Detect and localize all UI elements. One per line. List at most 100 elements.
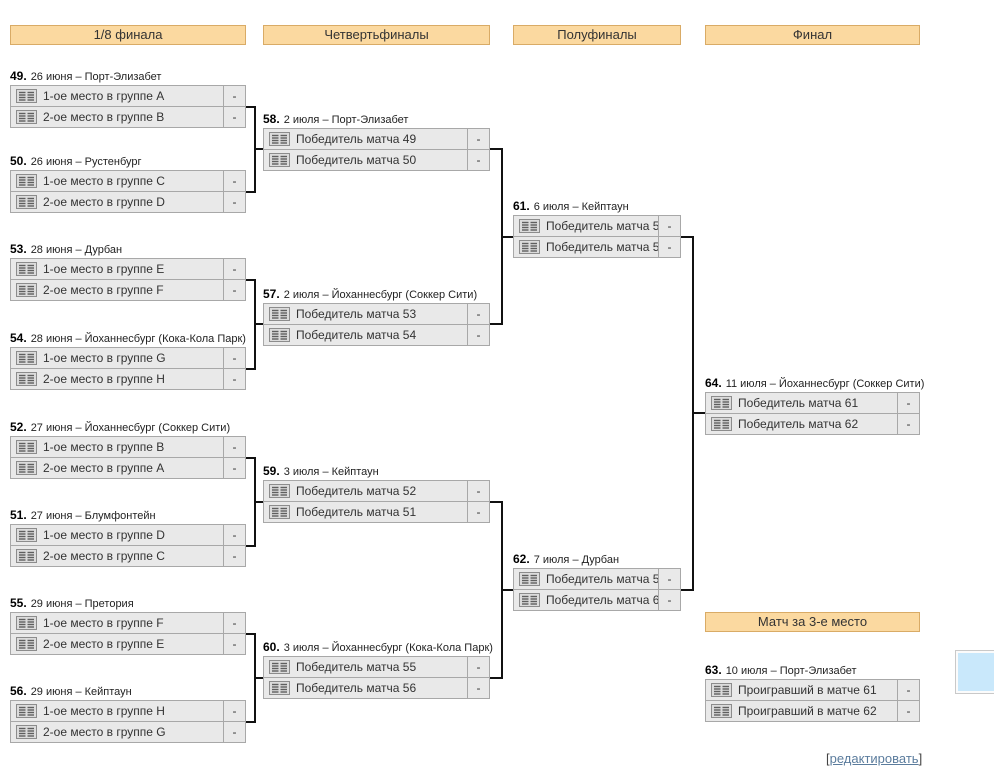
- team-row: Победитель матча 50 -: [263, 149, 490, 171]
- flag-placeholder-icon: [711, 704, 732, 718]
- team-row: 1-ое место в группе A -: [10, 85, 246, 107]
- team-row: Победитель матча 49 -: [263, 128, 490, 150]
- flag-placeholder-icon: [519, 593, 540, 607]
- team-row: 2-ое место в группе E -: [10, 633, 246, 655]
- team-score: -: [467, 502, 489, 522]
- team-score: -: [223, 348, 245, 368]
- bracket-connector-line: [246, 279, 256, 281]
- round-header-semifinals: Полуфиналы: [513, 25, 681, 45]
- team-score: -: [467, 481, 489, 501]
- match-rows: Победитель матча 52 - Победител: [263, 480, 490, 523]
- team-score: -: [223, 525, 245, 545]
- match-number: 63.: [705, 663, 722, 677]
- match-date-venue: 2 июля – Йоханнесбург (Соккер Сити): [283, 289, 478, 301]
- bracket-connector-line: [246, 368, 256, 370]
- team-row: 2-ое место в группе B -: [10, 106, 246, 128]
- team-score: -: [897, 414, 919, 434]
- team-name: 2-ое место в группе A: [43, 461, 165, 475]
- edit-link[interactable]: редактировать: [829, 751, 919, 766]
- match-rows: Победитель матча 53 - Победител: [263, 303, 490, 346]
- flag-placeholder-icon: [16, 283, 37, 297]
- match-number: 55.: [10, 596, 27, 610]
- team-score: -: [223, 107, 245, 127]
- match-date-venue: 3 июля – Кейптаун: [283, 466, 379, 478]
- flag-placeholder-icon: [269, 307, 290, 321]
- match-date-venue: 3 июля – Йоханнесбург (Кока-Кола Парк): [283, 642, 493, 654]
- team-name: Победитель матча 57: [546, 240, 658, 254]
- team-score: -: [658, 590, 680, 610]
- match-label: 57.2 июля – Йоханнесбург (Соккер Сити): [263, 287, 490, 302]
- team-score: -: [223, 259, 245, 279]
- flag-placeholder-icon: [16, 262, 37, 276]
- flag-placeholder-icon: [269, 681, 290, 695]
- team-score: -: [467, 129, 489, 149]
- bracket-connector-line: [246, 633, 256, 635]
- match-block: 56.29 июня – Кейптаун 1-ое место в групп…: [10, 684, 246, 743]
- bracket-connector-line: [490, 323, 503, 325]
- match-rows: Победитель матча 49 - Победител: [263, 128, 490, 171]
- match-block: 51.27 июня – Блумфонтейн 1-ое место в гр…: [10, 508, 246, 567]
- team-score: -: [223, 701, 245, 721]
- team-score: -: [897, 701, 919, 721]
- bracket-connector-line: [694, 412, 705, 414]
- team-row: 1-ое место в группе B -: [10, 436, 246, 458]
- flag-placeholder-icon: [711, 683, 732, 697]
- bracket-connector-line: [246, 191, 256, 193]
- team-name: 1-ое место в группе C: [43, 174, 165, 188]
- match-date-venue: 10 июля – Порт-Элизабет: [725, 665, 857, 677]
- bracket-connector-line: [256, 677, 263, 679]
- flag-placeholder-icon: [16, 549, 37, 563]
- team-score: -: [658, 216, 680, 236]
- flag-placeholder-icon: [16, 704, 37, 718]
- team-score: -: [223, 369, 245, 389]
- team-name: 1-ое место в группе H: [43, 704, 165, 718]
- team-name: 1-ое место в группе D: [43, 528, 165, 542]
- team-score: -: [223, 634, 245, 654]
- match-number: 54.: [10, 331, 27, 345]
- bracket-connector-line: [254, 633, 256, 723]
- match-date-venue: 2 июля – Порт-Элизабет: [283, 114, 409, 126]
- round-header-quarterfinals: Четвертьфиналы: [263, 25, 490, 45]
- match-number: 62.: [513, 552, 530, 566]
- bracket-connector-line: [501, 148, 503, 325]
- match-number: 56.: [10, 684, 27, 698]
- team-row: Победитель матча 59 -: [513, 568, 681, 590]
- flag-placeholder-icon: [16, 89, 37, 103]
- flag-placeholder-icon: [16, 195, 37, 209]
- match-rows: 1-ое место в группе G - 2-ое ме: [10, 347, 246, 390]
- match-label: 50.26 июня – Рустенбург: [10, 154, 246, 169]
- match-block: 52.27 июня – Йоханнесбург (Соккер Сити) …: [10, 420, 246, 479]
- match-rows: 1-ое место в группе D - 2-ое ме: [10, 524, 246, 567]
- team-name: Победитель матча 52: [296, 484, 417, 498]
- cutoff-blue-panel[interactable]: [956, 651, 994, 693]
- flag-placeholder-icon: [269, 328, 290, 342]
- edit-link-close-bracket: ]: [918, 751, 923, 766]
- bracket-connector-line: [256, 148, 263, 150]
- match-rows: 1-ое место в группе E - 2-ое ме: [10, 258, 246, 301]
- team-row: Победитель матча 54 -: [263, 324, 490, 346]
- team-score: -: [467, 304, 489, 324]
- team-row: Победитель матча 56 -: [263, 677, 490, 699]
- team-score: -: [223, 86, 245, 106]
- match-number: 60.: [263, 640, 280, 654]
- edit-link-wrap: [редактировать]: [826, 751, 922, 766]
- flag-placeholder-icon: [16, 725, 37, 739]
- team-row: 2-ое место в группе H -: [10, 368, 246, 390]
- match-block: 64.11 июля – Йоханнесбург (Соккер Сити) …: [705, 376, 924, 435]
- team-score: -: [223, 546, 245, 566]
- team-name: Победитель матча 51: [296, 505, 417, 519]
- team-row: Победитель матча 61 -: [705, 392, 920, 414]
- team-row: 1-ое место в группе D -: [10, 524, 246, 546]
- team-row: Победитель матча 52 -: [263, 480, 490, 502]
- match-number: 53.: [10, 242, 27, 256]
- flag-placeholder-icon: [269, 132, 290, 146]
- flag-placeholder-icon: [269, 153, 290, 167]
- match-date-venue: 28 июня – Дурбан: [30, 244, 123, 256]
- match-label: 52.27 июня – Йоханнесбург (Соккер Сити): [10, 420, 246, 435]
- match-date-venue: 6 июля – Кейптаун: [533, 201, 629, 213]
- match-block: 63.10 июля – Порт-Элизабет Проигравший в: [705, 663, 920, 722]
- team-name: 2-ое место в группе F: [43, 283, 164, 297]
- team-score: -: [467, 325, 489, 345]
- match-rows: 1-ое место в группе B - 2-ое ме: [10, 436, 246, 479]
